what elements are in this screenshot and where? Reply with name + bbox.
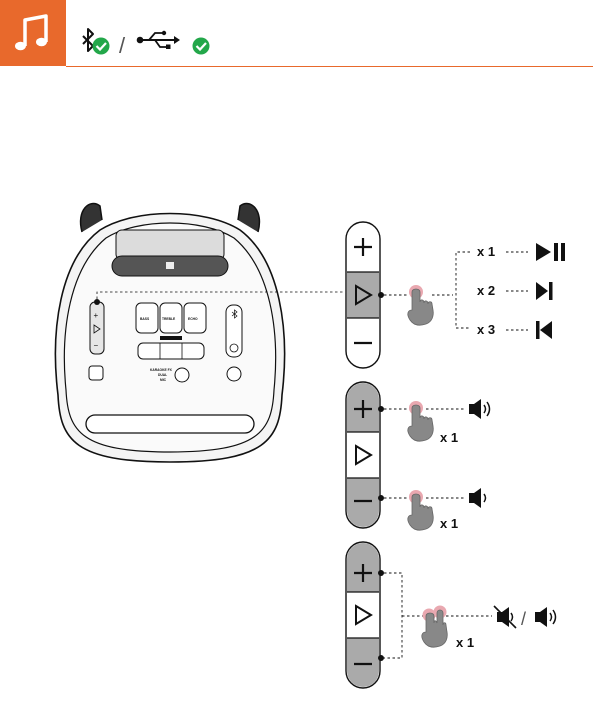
header-music-badge: [0, 0, 66, 66]
panel-volume: x 1 x 1: [345, 381, 491, 531]
count-label: x 1: [440, 430, 458, 445]
svg-text:BASS: BASS: [140, 317, 150, 321]
next-track-icon: [536, 282, 553, 300]
check-badge-icon: [192, 37, 210, 55]
count-label: x 3: [477, 322, 495, 337]
music-note-icon: [15, 14, 48, 51]
tap-hand-icon: [407, 401, 434, 442]
count-label: x 1: [440, 516, 458, 531]
speaker-illustration: + − BASS TREBLE ECHO KARAOKE FX DUAL MIC: [54, 202, 345, 463]
panel-mute: x 1 /: [345, 541, 557, 689]
panel-play-skip: x 1 x 2 x 3: [345, 221, 565, 369]
usb-icon: [136, 30, 180, 49]
header-rule: [66, 66, 593, 67]
svg-text:−: −: [94, 341, 99, 350]
separator: /: [119, 33, 126, 58]
mute-icon: [493, 605, 517, 629]
svg-text:ECHO: ECHO: [188, 317, 198, 321]
svg-text:MIC: MIC: [160, 378, 167, 382]
svg-text:DUAL: DUAL: [158, 373, 167, 377]
tap-hand-icon: [407, 285, 434, 326]
count-label: x 2: [477, 283, 495, 298]
tap-hand-icon: [407, 490, 434, 531]
check-badge-icon: [92, 37, 110, 55]
previous-track-icon: [536, 321, 552, 339]
two-finger-tap-icon: [421, 605, 448, 648]
volume-down-icon: [469, 488, 487, 508]
bluetooth-icon: [82, 28, 94, 52]
separator: /: [521, 609, 526, 629]
source-icons: /: [82, 28, 210, 58]
svg-text:+: +: [94, 311, 99, 320]
count-label: x 1: [477, 244, 495, 259]
svg-text:KARAOKE FX: KARAOKE FX: [150, 368, 173, 372]
unmute-icon: [535, 607, 557, 627]
play-pause-icon: [536, 243, 565, 261]
count-label: x 1: [456, 635, 474, 650]
svg-text:TREBLE: TREBLE: [162, 317, 176, 321]
volume-up-icon: [469, 399, 491, 419]
